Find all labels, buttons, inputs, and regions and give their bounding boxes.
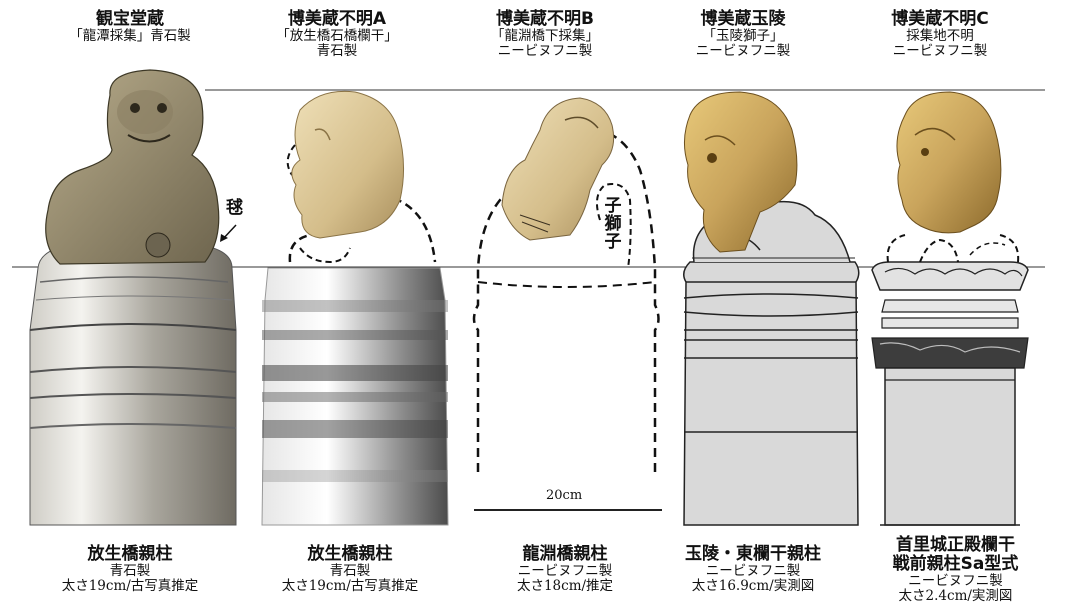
ball-label: 毬: [226, 198, 243, 218]
caption-title: 博美蔵玉陵: [700, 9, 786, 29]
caption-title: 龍淵橋親柱: [522, 544, 608, 564]
pillar-5: [871, 234, 1029, 526]
caption-line: 青石製: [316, 43, 358, 60]
caption-title: 博美蔵不明B: [496, 9, 594, 29]
caption-line: 「玉陵獅子」: [702, 28, 784, 45]
top-caption-5: 博美蔵不明C 採集地不明 ニービヌフニ製: [865, 9, 1015, 60]
child-lion-label: 子獅子: [604, 196, 622, 252]
caption-line: 太さ18cm/推定: [516, 578, 614, 595]
scale-label: 20cm: [546, 488, 583, 503]
pillar-2: [261, 267, 449, 526]
caption-title: 放生橋親柱: [87, 544, 173, 564]
top-caption-4: 博美蔵玉陵 「玉陵獅子」 ニービヌフニ製: [668, 9, 818, 60]
pillar-3-outline: [472, 133, 660, 472]
caption-line: 「龍潭採集」青石製: [69, 28, 191, 45]
caption-line: 「龍淵橋下採集」: [491, 28, 599, 45]
lion-statue-1: [45, 69, 220, 265]
top-caption-3: 博美蔵不明B 「龍淵橋下採集」 ニービヌフニ製: [470, 9, 620, 60]
caption-title: 博美蔵不明C: [891, 9, 989, 29]
caption-title: 博美蔵不明A: [287, 9, 387, 29]
caption-title: 観宝堂蔵: [96, 9, 164, 29]
caption-line: 「放生橋石橋欄干」: [276, 28, 398, 45]
bottom-caption-3: 龍淵橋親柱 ニービヌフニ製 太さ18cm/推定: [490, 544, 640, 595]
caption-line: ニービヌフニ製: [695, 43, 791, 60]
caption-line: 青石製: [109, 563, 151, 580]
caption-line: 太さ19cm/古写真推定: [61, 578, 199, 595]
caption-title: 玉陵・東欄干親柱: [685, 544, 821, 564]
caption-line: ニービヌフニ製: [908, 573, 1003, 590]
lion-head-4: [684, 91, 798, 253]
caption-line: ニービヌフニ製: [517, 563, 613, 580]
top-caption-2: 博美蔵不明A 「放生橋石橋欄干」 青石製: [262, 9, 412, 60]
bottom-caption-4: 玉陵・東欄干親柱 ニービヌフニ製 太さ16.9cm/実測図: [668, 544, 838, 595]
bottom-caption-1: 放生橋親柱 青石製 太さ19cm/古写真推定: [50, 544, 210, 595]
caption-line: 太さ19cm/古写真推定: [281, 578, 419, 595]
bottom-caption-2: 放生橋親柱 青石製 太さ19cm/古写真推定: [270, 544, 430, 595]
bottom-caption-5: 首里城正殿欄干 戦前親柱Sa型式 ニービヌフニ製 太さ2.4cm/実測図: [868, 535, 1043, 605]
caption-title: 首里城正殿欄干 戦前親柱Sa型式: [892, 535, 1019, 575]
caption-line: ニービヌフニ製: [892, 43, 988, 60]
lion-head-3: [501, 97, 615, 241]
ball-pointer-arrow: [220, 224, 237, 242]
lion-head-2: [291, 90, 405, 239]
caption-line: ニービヌフニ製: [705, 563, 801, 580]
pillar-4: [683, 200, 860, 526]
pillar-1: [29, 244, 237, 526]
caption-title: 放生橋親柱: [307, 544, 393, 564]
caption-line: 採集地不明: [906, 28, 974, 45]
top-caption-1: 観宝堂蔵 「龍潭採集」青石製: [50, 9, 210, 45]
lion-head-5: [896, 91, 1002, 234]
caption-line: 太さ16.9cm/実測図: [691, 578, 815, 595]
caption-line: 太さ2.4cm/実測図: [898, 588, 1013, 605]
caption-line: ニービヌフニ製: [497, 43, 593, 60]
caption-line: 青石製: [329, 563, 371, 580]
